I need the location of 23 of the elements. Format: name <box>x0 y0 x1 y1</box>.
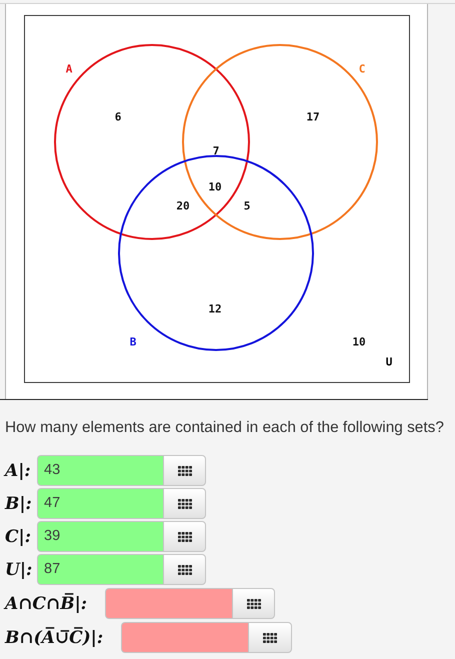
set-label: B <box>130 336 136 348</box>
answer-field: 39 <box>37 521 163 552</box>
region-count: 6 <box>114 112 122 122</box>
answer-field: 87 <box>37 554 163 585</box>
set-label: A <box>66 64 72 74</box>
region-count: 10 <box>208 182 222 192</box>
set-expression: C|: <box>5 526 31 548</box>
universe-label: U <box>386 356 392 368</box>
set-expression: U|: <box>5 558 32 580</box>
answer-field: 47 <box>37 488 163 519</box>
set-expression: B∩(A̅∪̅C̅)|: <box>5 626 104 648</box>
answer-field: 43 <box>37 455 163 486</box>
region-count: 5 <box>244 200 250 212</box>
set-expression: A∩C∩B̅|: <box>5 592 88 614</box>
region-count: 20 <box>176 200 190 212</box>
question-text: How many elements are contained in each of the following sets? <box>5 419 444 437</box>
set-expression: B|: <box>5 492 32 514</box>
region-count: 17 <box>306 112 320 122</box>
region-count: 10 <box>352 336 366 348</box>
region-count: 12 <box>208 304 222 314</box>
set-expression: A|: <box>5 460 31 482</box>
region-count: 7 <box>212 146 220 156</box>
set-label: C <box>358 64 366 74</box>
